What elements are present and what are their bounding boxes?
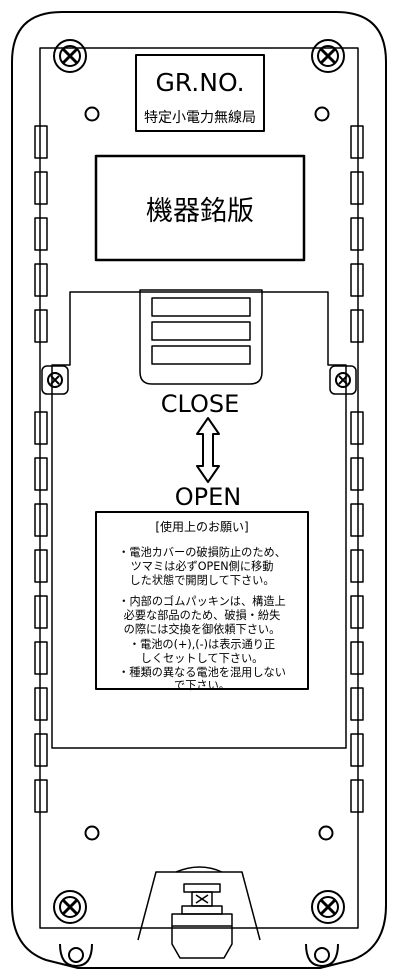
hole-bottom-right: [318, 825, 334, 841]
notice-line: ・電池の(+),(-)は表示通り正: [129, 637, 275, 651]
notice-line: ・種類の異なる電池を混用しない: [118, 665, 286, 679]
hole-bottom-left: [84, 825, 100, 841]
connector-lip: [175, 866, 223, 873]
notice-line: ツマミは必ずOPEN側に移動: [131, 559, 274, 573]
label-plate-line2: 特定小電力無線局: [144, 110, 256, 126]
notice-heading: [使用上のお願い]: [155, 519, 248, 534]
mount-lug-right: [305, 943, 339, 967]
notice-line: した状態で開閉して下さい。: [129, 573, 274, 587]
antenna-connector-icon: [171, 883, 233, 959]
open-label: OPEN: [175, 483, 241, 511]
label-plate-line1: GR.NO.: [155, 68, 244, 97]
screw-bottom-right-icon: [311, 890, 345, 924]
open-close-arrow-icon: [196, 417, 220, 483]
cover-screw-left-icon: [41, 365, 69, 395]
notice-lines: ・電池カバーの破損防止のため、 ツマミは必ずOPEN側に移動 した状態で開閉して…: [118, 545, 286, 692]
hole-top-left: [84, 106, 100, 122]
hole-top-right: [314, 106, 330, 122]
notice-line: しくセットして下さい。: [141, 652, 264, 665]
nameplate-text: 機器銘版: [146, 196, 254, 227]
side-ribs-right: [350, 125, 364, 813]
screw-top-right-icon: [311, 39, 345, 73]
screw-bottom-left-icon: [53, 890, 87, 924]
notice-line: 必要な部品のため、破損・紛失: [124, 608, 281, 622]
close-label: CLOSE: [161, 390, 240, 418]
label-plate: [135, 54, 265, 132]
slide-knob: [139, 289, 263, 385]
notice-line: ・内部のゴムパッキンは、構造上: [118, 594, 285, 608]
housing-outline: [11, 11, 387, 969]
mount-lug-left: [59, 943, 93, 967]
notice-line: ・電池カバーの破損防止のため、: [118, 545, 286, 559]
notice-line: で下さい。: [174, 679, 230, 692]
inner-panel: [39, 47, 359, 929]
notice-box: [95, 511, 309, 690]
battery-cover: [51, 291, 347, 749]
notice-line: の際には交換を御依頼下さい。: [124, 622, 281, 636]
nameplate: [94, 154, 306, 262]
cover-screw-right-icon: [329, 365, 357, 395]
side-ribs-left: [34, 125, 48, 813]
bottom-connector-housing: [137, 871, 261, 941]
screw-top-left-icon: [53, 39, 87, 73]
